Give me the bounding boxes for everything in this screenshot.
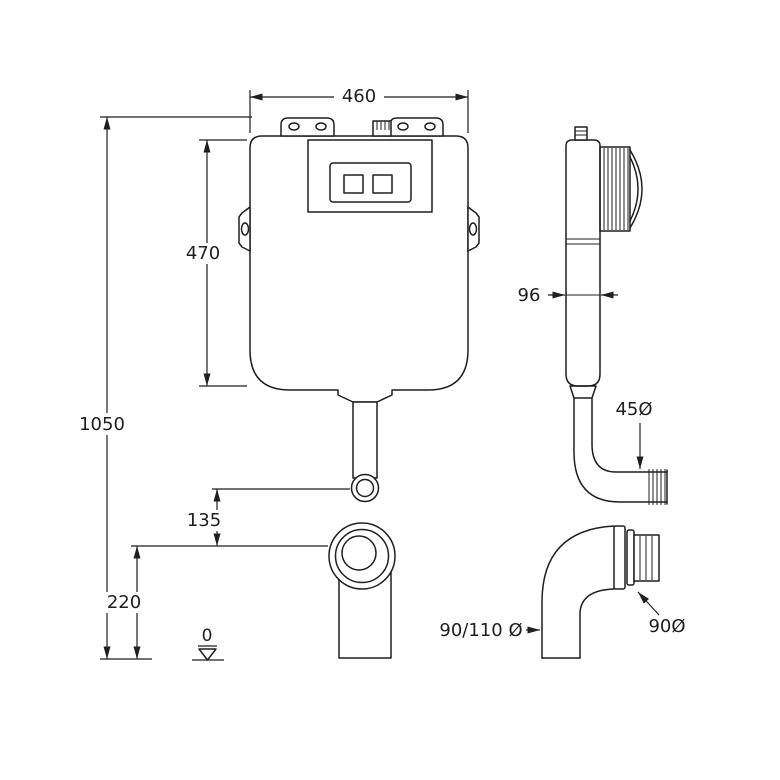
stub-ribs <box>575 130 587 136</box>
label-bg <box>101 592 147 613</box>
tab-slot <box>288 122 300 131</box>
label-bg <box>511 284 547 305</box>
label-bg <box>78 413 126 435</box>
coil-body <box>599 146 631 232</box>
dim-depth-96: 96 <box>511 284 618 306</box>
dim-total-height-1050: 1050 <box>78 116 252 660</box>
dim-offset-135: 135 <box>131 488 350 547</box>
flush-plate <box>329 162 412 203</box>
tab-slot <box>424 122 436 131</box>
bracket-shape <box>238 206 251 252</box>
cistern-front <box>238 117 480 659</box>
datum-triangle-icon <box>198 648 217 661</box>
inlet-ribs <box>376 121 390 130</box>
dim-460-label: 460 <box>342 86 376 107</box>
coil-inner-arc <box>629 156 639 222</box>
socket-mid-ring <box>334 528 390 584</box>
flush-drop-pipe <box>352 401 378 479</box>
dim-1050-label: 1050 <box>79 414 125 435</box>
dim-135-label: 135 <box>187 510 221 531</box>
dim-470-label: 470 <box>186 243 220 264</box>
dim-socket-90: 90Ø <box>637 591 691 637</box>
side-view: 96 45Ø 90/110 Ø <box>436 126 691 659</box>
dim-90-label: 90Ø <box>648 616 685 637</box>
coil-outer-arc <box>629 149 643 229</box>
access-panel <box>307 139 433 213</box>
socket-inner-ring <box>341 535 377 571</box>
tab-slot <box>397 122 409 131</box>
dim-96-label: 96 <box>518 285 541 306</box>
bracket-slot <box>468 222 478 236</box>
dim-outlet-height-220: 220 <box>101 546 147 659</box>
pipe-ridges <box>648 469 666 505</box>
flush-bend-pipe <box>573 397 668 505</box>
elbow-inner-curve <box>579 588 615 659</box>
cistern-side <box>565 126 601 399</box>
elbow-outer-curve <box>541 525 615 659</box>
label-bg <box>182 510 226 531</box>
inlet-stub <box>372 120 392 137</box>
side-body-outline <box>565 139 601 387</box>
bracket-shape <box>467 206 480 252</box>
dim-90-110-label: 90/110 Ø <box>439 620 522 641</box>
flush-button-left <box>343 174 364 194</box>
label-bg <box>436 619 526 641</box>
cistern-body-outline <box>249 135 469 403</box>
datum-zero: 0 <box>192 626 224 661</box>
pipe-outer-edge <box>573 397 668 503</box>
label-bg <box>181 243 225 264</box>
connector-inner-ring <box>355 478 375 498</box>
dim-width-460: 460 <box>249 85 469 133</box>
side-inlet-stub <box>574 126 588 141</box>
mounting-tab-right <box>389 117 444 137</box>
connector-outer-ring <box>350 473 380 503</box>
front-view: 460 1050 470 135 <box>78 85 480 661</box>
dim-45-label: 45Ø <box>615 399 652 420</box>
socket-outer-ring <box>328 522 396 590</box>
dim-pipe-diameter-45: 45Ø <box>611 399 657 469</box>
side-bracket-right <box>467 206 480 252</box>
pipe-inner-edge <box>591 397 668 473</box>
coil-hatch <box>603 148 629 230</box>
pipe-connector-small <box>350 473 380 503</box>
elbow-flange-ring <box>613 525 626 590</box>
socket-ridges <box>639 536 653 580</box>
elbow-flange-ring <box>626 529 635 586</box>
label-bg <box>334 85 384 107</box>
mounting-tab-left <box>280 117 335 137</box>
tab-slot <box>315 122 327 131</box>
wall-bracket-coil <box>599 146 643 232</box>
bracket-slot <box>240 222 250 236</box>
dim-tank-height-470: 470 <box>181 139 247 387</box>
leader-line <box>637 591 660 616</box>
label-bg <box>644 616 691 637</box>
label-bg <box>611 399 657 420</box>
dim-elbow-90-110: 90/110 Ø <box>436 619 540 641</box>
flush-button-right <box>372 174 393 194</box>
datum-zero-label: 0 <box>202 626 213 646</box>
water-line-marks <box>566 238 600 245</box>
side-bracket-left <box>238 206 251 252</box>
dim-220-label: 220 <box>107 592 141 613</box>
outlet-socket-large <box>328 522 396 590</box>
inlet-fitting <box>372 120 392 137</box>
tank-neck <box>569 385 597 399</box>
outlet-elbow <box>541 525 660 659</box>
